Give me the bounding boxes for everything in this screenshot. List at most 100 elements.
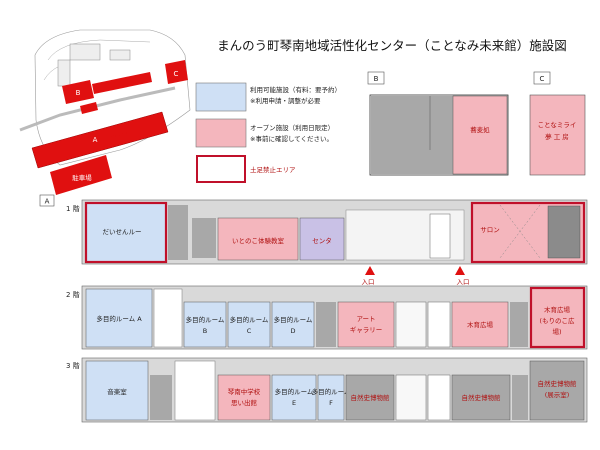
room-mr-c-line2: C <box>247 327 252 335</box>
room-mr-d <box>271 301 315 348</box>
room-mr-d-line2: D <box>290 327 295 335</box>
building-c-room <box>529 94 586 176</box>
room-daisen-label: だいせんルー <box>103 228 142 236</box>
room-museum-3-line2: (展示室) <box>545 390 570 399</box>
room-mr-b <box>183 301 227 348</box>
floor-1-stair <box>429 213 451 259</box>
building-b-soba-room <box>452 95 508 175</box>
room-mr-f <box>317 374 345 421</box>
room-f3-gray-right <box>512 375 528 420</box>
legend-available-line2: ※利用申請・調整が必要 <box>250 96 321 105</box>
room-art-line1: アート <box>356 315 375 323</box>
room-f2-gray-right <box>510 302 528 347</box>
salon-dash-line <box>499 204 541 259</box>
room-school <box>217 374 271 421</box>
room-mokuiku2-line1: 木育広場 <box>544 305 571 314</box>
site-contour-line <box>43 65 61 81</box>
floor-2-stair-left <box>153 288 183 348</box>
site-arrow-head <box>110 134 116 139</box>
room-museum-3-line1: 自然史博物館 <box>538 379 578 388</box>
room-museum-1-label: 自然史博物館 <box>351 393 391 402</box>
room-mr-f-line1: 多目的ルーム <box>312 387 351 396</box>
legend-available-line1: 利用可能施設（有料：要予約） <box>250 85 341 94</box>
site-building-c <box>165 60 188 84</box>
room-music-label: 音楽室 <box>107 387 127 396</box>
entrance-1-label: 入口 <box>362 278 375 286</box>
room-mr-a-label: 多目的ルーム A <box>96 314 142 323</box>
room-school-line1: 琴南中学校 <box>228 387 261 396</box>
room-art-gallery <box>337 301 395 348</box>
floor-1: 1 階 だいせんルー いとのこ体験教室 センタ サロン 入口 入口 <box>66 199 588 286</box>
room-mr-c <box>227 301 271 348</box>
room-mr-b-line1: 多目的ルーム <box>186 315 225 324</box>
room-mokuiku-label: 木育広場 <box>467 320 494 329</box>
building-c-room-line1: ことなミライ <box>538 121 577 129</box>
building-a-label: A <box>45 198 50 206</box>
legend-no-shoes: 土足禁止エリア <box>250 165 296 174</box>
floor-2: 2 階 多目的ルーム A 多目的ルーム B 多目的ルーム C 多目的ルーム D … <box>66 285 588 350</box>
room-mr-b-line2: B <box>203 327 207 335</box>
building-c-room-line2: 夢 工 房 <box>545 132 569 141</box>
room-daisen <box>84 201 168 264</box>
legend-swatch-no-shoes <box>196 155 246 183</box>
building-c-plan: C ことなミライ 夢 工 房 <box>529 71 586 176</box>
floor-1-label: 1 階 <box>66 204 80 213</box>
site-map: A B C 駐車場 <box>19 29 191 195</box>
legend: 利用可能施設（有料：要予約） ※利用申請・調整が必要 オープン施設（利用日限定）… <box>195 82 341 183</box>
room-itotoko <box>217 217 299 261</box>
room-museum-2 <box>451 374 511 421</box>
floor-3-stair-left <box>174 360 216 421</box>
room-mr-a <box>85 288 153 348</box>
floor-3-stair <box>427 374 451 421</box>
room-f2-gray <box>316 302 336 347</box>
floor-2-restroom <box>395 301 427 348</box>
legend-open-line2: ※事前に確認してください。 <box>250 134 333 143</box>
legend-open-line1: オープン施設（利用日限定） <box>250 123 334 132</box>
room-mr-c-line1: 多目的ルーム <box>230 315 269 324</box>
room-center-label: センタ <box>312 236 332 245</box>
page-title: まんのう町琴南地域活性化センター（ことなみ未来館）施設図 <box>217 38 567 53</box>
site-existing-building <box>57 59 71 87</box>
room-mokuiku <box>451 301 509 348</box>
floor-3-label: 3 階 <box>66 361 80 370</box>
room-itotoko-label: いとのこ体験教室 <box>232 236 284 245</box>
site-parking-label: 駐車場 <box>72 173 92 182</box>
room-museum-1 <box>345 374 395 421</box>
site-building-annex <box>80 102 98 114</box>
room-f3-gray <box>150 375 172 420</box>
building-b-plan: B 蕎麦処 <box>367 71 509 176</box>
room-center <box>299 217 345 261</box>
room-mr-e-line2: E <box>292 399 296 407</box>
entrance-2-label: 入口 <box>457 278 470 286</box>
floor-2-stair <box>427 301 451 348</box>
building-a-tag <box>39 194 55 207</box>
site-building-a <box>31 111 169 169</box>
building-c-tag <box>533 71 551 85</box>
site-parking <box>50 155 112 195</box>
room-museum-exhibit <box>529 360 585 421</box>
floor-3-restroom <box>395 374 427 421</box>
building-b-label: B <box>374 75 379 83</box>
site-existing-building <box>109 49 131 61</box>
site-label-a: A <box>93 136 98 144</box>
room-mr-f-line2: F <box>329 399 333 407</box>
site-building-b <box>62 80 94 104</box>
room-mr-e <box>271 374 317 421</box>
room-art-line2: ギャラリー <box>350 326 383 334</box>
site-building-link <box>92 72 152 94</box>
legend-swatch-open <box>195 118 247 148</box>
room-mr-e-line1: 多目的ルーム <box>275 387 314 396</box>
site-label-b: B <box>76 89 81 97</box>
floor-3: 3 階 音楽室 琴南中学校 思い出館 多目的ルーム E 多目的ルーム F 自然史… <box>66 357 588 423</box>
room-mokuiku-forest <box>529 286 586 349</box>
site-label-c: C <box>174 70 179 78</box>
site-existing-building <box>69 43 101 61</box>
room-f1-gray <box>192 218 216 258</box>
room-school-line2: 思い出館 <box>231 398 258 407</box>
entrance-1-marker <box>365 266 375 275</box>
room-mokuiku2-line3: 場) <box>552 327 561 336</box>
salon-kitchen <box>547 205 581 259</box>
room-mokuiku2-line2: (もりのこ広 <box>539 316 575 325</box>
entrance-2-marker <box>455 266 465 275</box>
